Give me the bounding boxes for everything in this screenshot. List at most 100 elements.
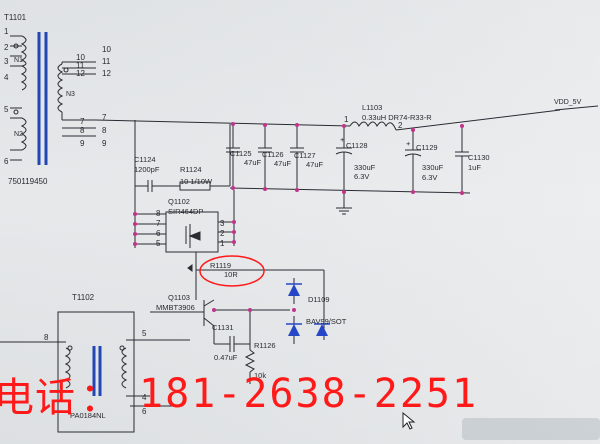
- svg-text:5: 5: [142, 329, 147, 338]
- svg-text:C1127: C1127: [294, 151, 316, 160]
- net-vdd-5v: VDD_5V: [554, 99, 582, 106]
- r1119-value: 10R: [224, 270, 238, 279]
- t1101-part: 750119450: [8, 177, 48, 186]
- resistor-r1126[interactable]: [244, 310, 256, 384]
- svg-text:C1130: C1130: [468, 153, 490, 162]
- snubber[interactable]: [134, 120, 231, 192]
- svg-text:6: 6: [4, 157, 9, 166]
- svg-text:SIR464DP: SIR464DP: [168, 207, 203, 216]
- lower-nodes: [212, 308, 296, 312]
- mouse-cursor-icon: [402, 412, 416, 430]
- svg-text:47uF: 47uF: [244, 158, 262, 167]
- q1103-ref: Q1103: [168, 293, 190, 302]
- svg-text:Q1102: Q1102: [168, 197, 190, 206]
- c1124-ref: C1124: [134, 155, 156, 164]
- svg-text:47uF: 47uF: [274, 159, 292, 168]
- dot-n3: [63, 67, 69, 73]
- svg-text:330uF: 330uF: [422, 163, 444, 172]
- r1124-value: 10 1/10W: [180, 177, 213, 186]
- t1102-labels: T1102 PA0184NL 8 5 4 6: [44, 293, 147, 420]
- label-n2: N2: [14, 131, 23, 138]
- watermark-logo-icon: [462, 418, 600, 440]
- l1103-ref: L1103: [362, 103, 382, 112]
- l1103-pin2: 2: [398, 121, 403, 130]
- svg-text:8: 8: [44, 333, 49, 342]
- q1103-part: MMBT3906: [156, 303, 195, 312]
- bav99-ref: BAV99/SOT: [306, 317, 347, 326]
- svg-text:+: +: [340, 135, 345, 144]
- c1131-ref: C1131: [212, 323, 234, 332]
- svg-text:12: 12: [102, 69, 111, 78]
- r1124-ref: R1124: [180, 165, 202, 174]
- r1126-value: 10k: [254, 371, 266, 380]
- svg-text:8: 8: [156, 209, 161, 218]
- svg-text:9: 9: [80, 139, 85, 148]
- svg-text:7: 7: [156, 219, 161, 228]
- svg-text:5: 5: [4, 105, 9, 114]
- svg-text:5: 5: [156, 239, 161, 248]
- phone-number: 181-2638-2251: [139, 371, 479, 417]
- t1101-primary-pins: 1 2 3 4 5 6: [4, 27, 9, 166]
- svg-text:8: 8: [102, 126, 107, 135]
- svg-text:PA0184NL: PA0184NL: [70, 411, 106, 420]
- svg-text:10: 10: [102, 45, 111, 54]
- r1126-ref: R1126: [254, 341, 276, 350]
- label-n1: N1: [14, 57, 23, 64]
- highlight-ellipse: [199, 255, 265, 287]
- winding-n3: [57, 63, 64, 113]
- mosfet-nodes: [133, 212, 236, 246]
- diode-bav99[interactable]: [286, 316, 330, 344]
- l1103-pin1: 1: [344, 115, 349, 124]
- rail-nodes: [231, 122, 464, 195]
- t1101-ref: T1101: [4, 13, 27, 22]
- svg-text:11: 11: [76, 61, 85, 70]
- svg-text:10: 10: [76, 53, 85, 62]
- t1101-secondary-pins: 10 11 12 7 8 9 10 11 12 7 8 9: [76, 45, 111, 148]
- phone-colon: ：: [80, 375, 121, 421]
- svg-text:C1129: C1129: [416, 143, 438, 152]
- svg-text:8: 8: [80, 126, 85, 135]
- label-n3: N3: [66, 91, 75, 98]
- svg-text:C1125: C1125: [230, 149, 252, 158]
- winding-n1: [20, 35, 27, 67]
- diode-d1109[interactable]: [286, 278, 302, 304]
- r1119-ref: R1119: [210, 261, 231, 270]
- svg-text:2: 2: [220, 229, 225, 238]
- svg-text:6: 6: [156, 229, 161, 238]
- svg-text:6: 6: [142, 407, 147, 416]
- cap-c1131[interactable]: [214, 336, 250, 352]
- phone-label: 电话: [0, 375, 76, 421]
- transformer-t1101[interactable]: T1101: [4, 13, 96, 165]
- svg-text:9: 9: [102, 139, 107, 148]
- svg-text:4: 4: [4, 73, 9, 82]
- svg-text:6.3V: 6.3V: [354, 172, 369, 181]
- mosfet-q1102[interactable]: [134, 186, 235, 264]
- svg-text:C1128: C1128: [346, 141, 368, 150]
- svg-text:3: 3: [220, 219, 225, 228]
- svg-text:1: 1: [220, 239, 225, 248]
- svg-text:47uF: 47uF: [306, 160, 324, 169]
- output-rail: [95, 105, 599, 215]
- l1103-value: 0.33uH DR74-R33-R: [362, 113, 432, 122]
- svg-text:1: 1: [4, 27, 9, 36]
- svg-text:330uF: 330uF: [354, 163, 376, 172]
- c1124-value: 1200pF: [134, 165, 160, 174]
- capacitor-labels: C1125 47uF C1126 47uF C1127 47uF C1128 3…: [230, 135, 490, 182]
- transformer-t1102[interactable]: [0, 311, 190, 433]
- svg-text:4: 4: [142, 393, 147, 402]
- svg-text:11: 11: [102, 57, 111, 66]
- c1131-value: 0.47uF: [214, 353, 238, 362]
- winding-n2: [20, 117, 27, 151]
- svg-text:6.3V: 6.3V: [422, 173, 437, 182]
- svg-text:7: 7: [102, 113, 107, 122]
- phone-overlay: 电话 ： 181-2638-2251: [0, 366, 600, 422]
- svg-text:C1126: C1126: [262, 150, 284, 159]
- svg-text:1uF: 1uF: [468, 163, 481, 172]
- inductor-l1103[interactable]: [349, 121, 397, 131]
- q1102-labels: Q1102 SIR464DP 8 7 6 5 3 2 1: [156, 197, 225, 248]
- svg-text:12: 12: [76, 69, 85, 78]
- d1109-ref: D1109: [308, 295, 330, 304]
- svg-text:3: 3: [4, 57, 9, 66]
